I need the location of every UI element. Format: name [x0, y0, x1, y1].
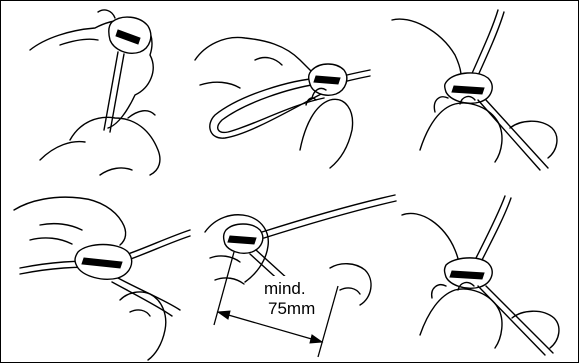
panel-step-3 — [392, 10, 557, 170]
panel-step-1 — [30, 10, 160, 175]
dimension-label-line1: mind. — [264, 279, 306, 298]
panel-step-6 — [402, 196, 559, 355]
panel-step-5: mind. 75mm — [205, 195, 396, 357]
panel-step-4 — [14, 197, 190, 360]
panel-step-2 — [195, 37, 370, 168]
dimension-label-line2: 75mm — [268, 299, 315, 318]
